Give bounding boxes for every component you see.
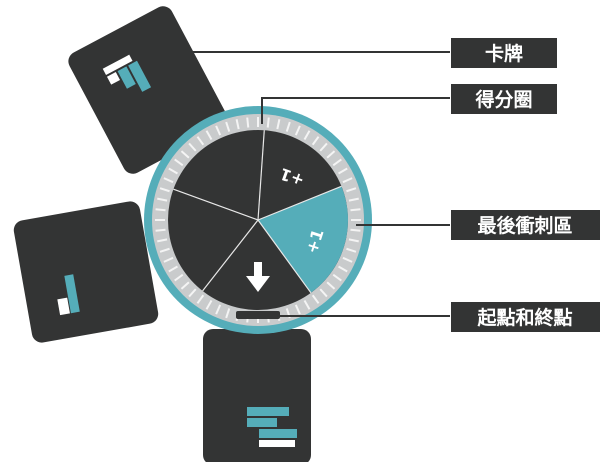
card-bars-icon: [57, 274, 80, 316]
ring-tick: [205, 130, 213, 140]
ring-tick: [342, 177, 353, 184]
callout-score-ring-label: 得分圈: [474, 88, 532, 111]
ring-tick: [303, 130, 311, 140]
ring-tick: [294, 125, 301, 136]
ring-tick: [246, 117, 250, 128]
segment-divider: [173, 188, 259, 221]
ring-tick: [225, 121, 231, 132]
start-finish-marker: [236, 311, 280, 319]
ring-tick: [155, 208, 166, 212]
score-ring-ticks: [155, 117, 361, 323]
ring-tick: [196, 294, 205, 304]
ring-tick: [303, 300, 311, 310]
segment-divider: [257, 130, 265, 221]
ring-tick: [168, 167, 178, 175]
callout-sprint: 最後衝刺區: [451, 210, 600, 240]
callout-score-ring: 得分圈: [451, 84, 557, 114]
ring-tick: [319, 288, 328, 298]
ring-tick: [285, 121, 291, 132]
ring-tick: [205, 300, 213, 310]
ring-tick: [346, 187, 357, 193]
ring-tick: [225, 308, 231, 319]
ring-tick: [174, 158, 184, 167]
ring-tick: [174, 273, 184, 282]
ring-tick: [163, 256, 174, 263]
ring-tick: [346, 247, 357, 253]
ring-tick: [338, 265, 348, 273]
ring-tick: [332, 158, 342, 167]
ring-tick: [350, 208, 361, 212]
ring-tick: [350, 228, 361, 232]
ring-tick: [266, 117, 270, 128]
ring-tick: [348, 238, 359, 243]
ring-tick: [235, 119, 240, 130]
callout-card-label: 卡牌: [485, 42, 523, 65]
card-bottom: [203, 329, 311, 462]
callout-leaders: [186, 51, 450, 317]
ring-tick: [332, 273, 342, 282]
ring-tick: [168, 265, 178, 273]
ring-tick: [326, 281, 336, 290]
ring-tick: [157, 238, 168, 243]
callout-start-finish-label: 起點和終點: [476, 306, 572, 329]
ring-tick: [276, 119, 281, 130]
race-wheel: +1 +1: [144, 106, 372, 334]
ring-tick: [196, 136, 205, 146]
ring-tick: [348, 197, 359, 202]
callout-start-finish: 起點和終點: [451, 302, 600, 332]
callout-card: 卡牌: [451, 38, 557, 68]
ring-tick: [188, 288, 197, 298]
down-arrow-icon: [246, 262, 270, 292]
ring-tick: [157, 197, 168, 202]
ring-tick: [311, 294, 320, 304]
ring-tick: [338, 167, 348, 175]
ring-tick: [159, 247, 170, 253]
ring-tick: [163, 177, 174, 184]
sprint-segment: [258, 186, 348, 293]
ring-tick: [188, 142, 197, 152]
ring-tick: [215, 125, 222, 136]
ring-tick: [215, 304, 222, 315]
segment-divider: [257, 185, 342, 221]
card-left: [13, 201, 159, 343]
callout-sprint-label: 最後衝刺區: [477, 214, 572, 237]
ring-tick: [294, 304, 301, 315]
ring-tick: [342, 256, 353, 263]
ring-tick: [155, 228, 166, 232]
leader-score-ring: [261, 97, 450, 124]
segment-divider: [257, 219, 312, 294]
ring-tick: [180, 150, 190, 159]
ring-tick: [326, 150, 336, 159]
ring-tick: [319, 142, 328, 152]
card-bars-icon: [247, 407, 297, 447]
segment-divider: [202, 219, 259, 292]
card-bars-icon: [102, 54, 152, 92]
ring-tick: [311, 136, 320, 146]
segment-dividers: [173, 130, 342, 294]
ring-tick: [180, 281, 190, 290]
ring-tick: [159, 187, 170, 193]
